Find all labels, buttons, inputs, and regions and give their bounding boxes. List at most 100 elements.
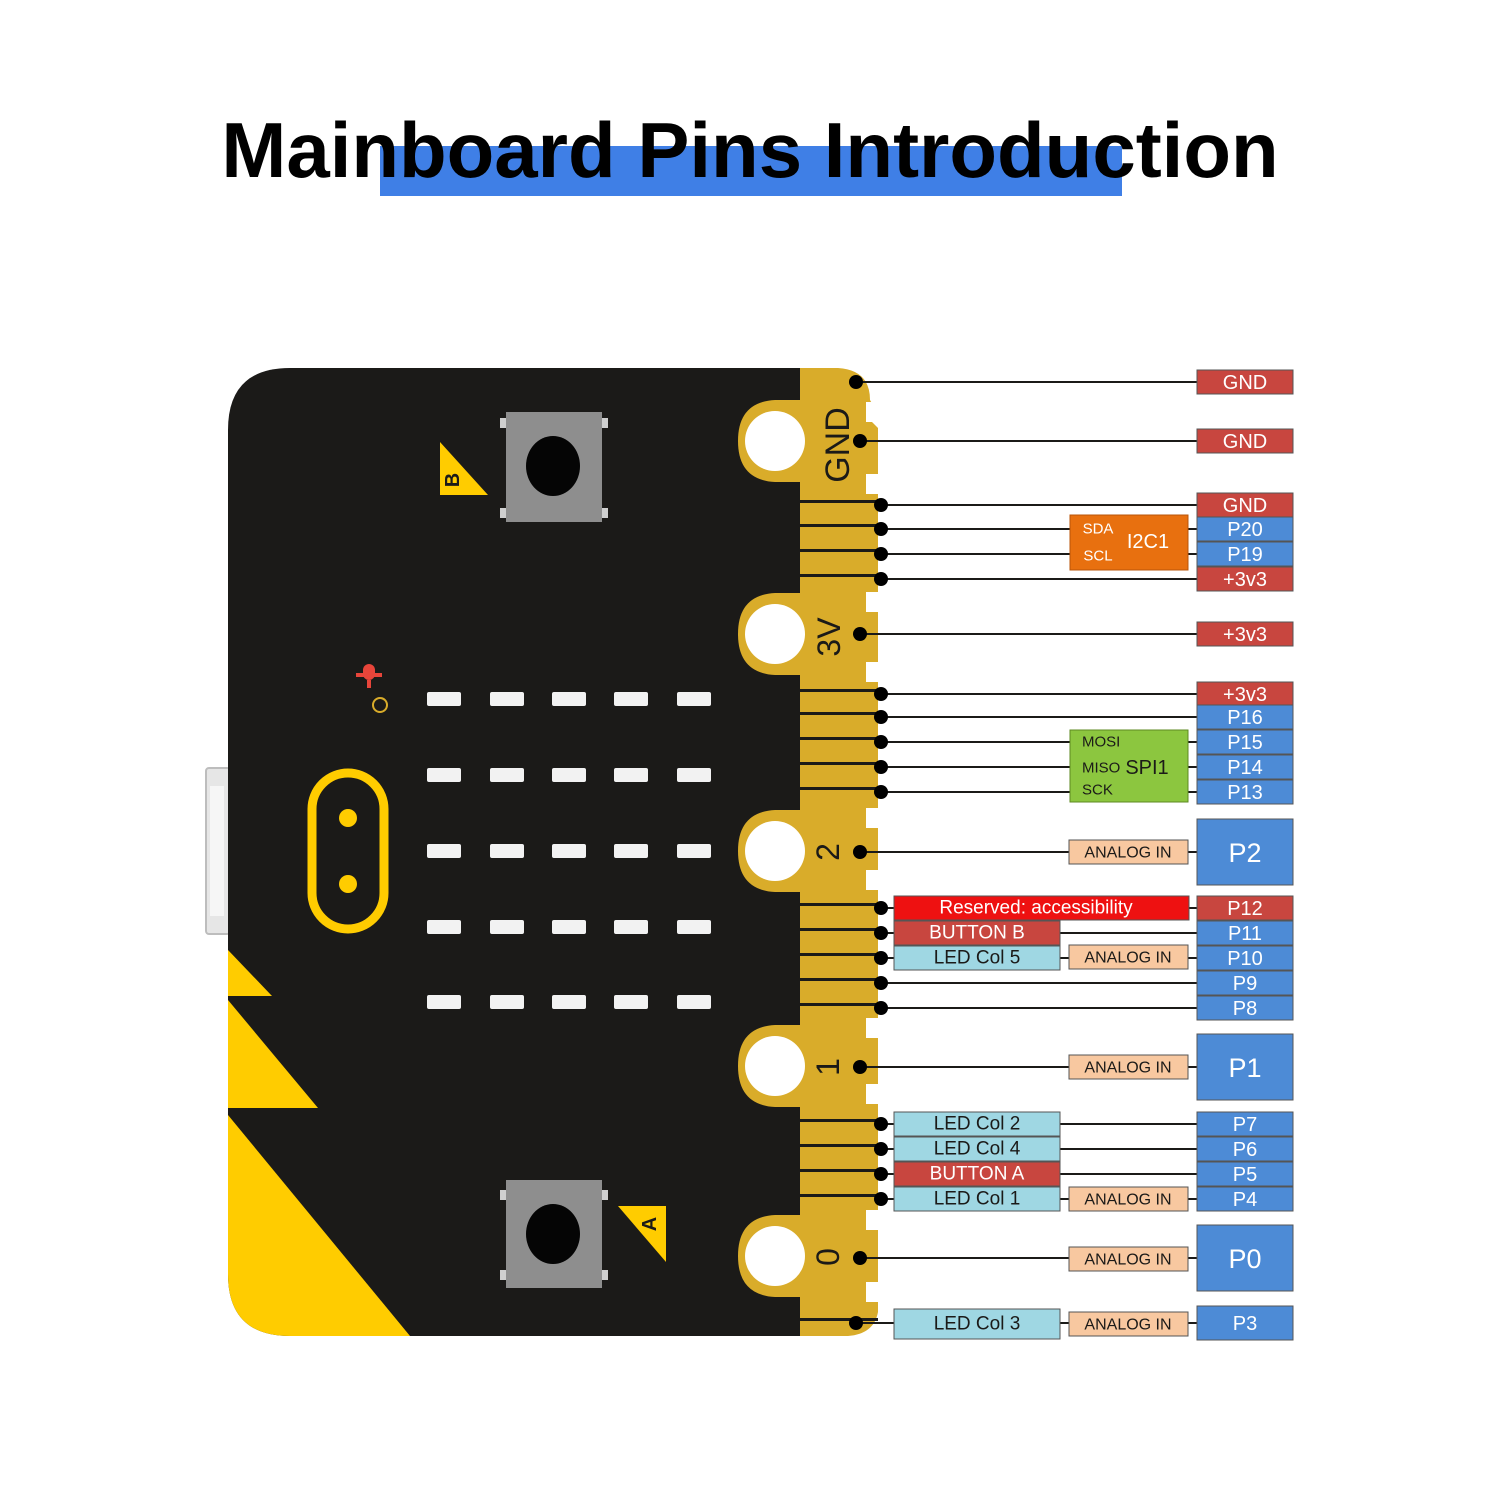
led-r5-c3 bbox=[552, 995, 586, 1009]
led-col-5-label: LED Col 5 bbox=[934, 948, 1021, 969]
microbit-board: GND 3V 2 1 0 bbox=[205, 368, 880, 1336]
pad-1: 1 bbox=[738, 1025, 846, 1107]
pin-dot bbox=[874, 976, 888, 990]
touch-logo-icon[interactable] bbox=[307, 768, 389, 934]
pin-label-box bbox=[1196, 754, 1294, 780]
spi-miso-label: MISO bbox=[1082, 760, 1120, 777]
pin-label-box bbox=[1196, 779, 1294, 805]
edge-strip-gap bbox=[800, 737, 878, 740]
pin-label: GND bbox=[1223, 372, 1267, 394]
reserved-accessibility: Reserved: accessibility bbox=[893, 895, 1190, 921]
pin-label: GND bbox=[1223, 495, 1267, 517]
button-a-marker: A bbox=[618, 1206, 666, 1262]
pin-label: P14 bbox=[1227, 757, 1263, 779]
pin-label: P1 bbox=[1228, 1053, 1261, 1083]
led-r5-c2 bbox=[490, 995, 524, 1009]
i2c-sda-label: SDA bbox=[1083, 521, 1114, 538]
pad-0: 0 bbox=[738, 1215, 846, 1297]
pin-label-box bbox=[1196, 1186, 1294, 1212]
led-r5-c1 bbox=[427, 995, 461, 1009]
pin-dot bbox=[853, 1060, 867, 1074]
edge-strip-gap bbox=[800, 1003, 878, 1006]
edge-connector bbox=[800, 368, 878, 1336]
pin-labels: GNDGNDGNDP20P19+3v3+3v3+3v3P16P15P14P13P… bbox=[1196, 369, 1294, 1341]
led-r3-c5 bbox=[677, 844, 711, 858]
pad-label-gnd: GND bbox=[819, 407, 857, 483]
spi-sck-label: SCK bbox=[1082, 782, 1113, 799]
pin-dot bbox=[874, 760, 888, 774]
title-underline-bar bbox=[380, 146, 1122, 196]
pin-label-box bbox=[1196, 895, 1294, 921]
button-b[interactable] bbox=[500, 412, 608, 522]
pin-label-box bbox=[1196, 729, 1294, 755]
analog-in-label: ANALOG IN bbox=[1084, 1252, 1171, 1269]
pin-label: P2 bbox=[1228, 838, 1261, 868]
led-col-1-function: LED Col 1 bbox=[893, 1186, 1061, 1212]
edge-strip-gap bbox=[800, 549, 878, 552]
pin-dot bbox=[874, 1167, 888, 1181]
pad-label-0: 0 bbox=[810, 1248, 846, 1266]
button-b-function: BUTTON B bbox=[893, 920, 1061, 946]
led-col-2-label: LED Col 2 bbox=[934, 1114, 1021, 1135]
edge-strip-gap bbox=[800, 762, 878, 765]
pin-label-box bbox=[1196, 945, 1294, 971]
analog-in-label: ANALOG IN bbox=[1084, 1317, 1171, 1334]
edge-strip-gap bbox=[800, 928, 878, 931]
edge-strip-gap bbox=[800, 903, 878, 906]
pin-label-box bbox=[1196, 1033, 1294, 1101]
pin-dot bbox=[874, 735, 888, 749]
edge-strip-gap bbox=[800, 689, 878, 692]
analog-in-p2: ANALOG IN bbox=[1068, 839, 1189, 865]
edge-strip-gap bbox=[800, 524, 878, 527]
pin-label: P3 bbox=[1233, 1313, 1257, 1335]
spi-mosi-label: MOSI bbox=[1082, 734, 1120, 751]
pin-dot bbox=[853, 845, 867, 859]
led-r1-c2 bbox=[490, 692, 524, 706]
edge-strip-gap bbox=[800, 500, 878, 503]
pin-dot bbox=[874, 710, 888, 724]
edge-strip-gap bbox=[800, 978, 878, 981]
pin-label-box bbox=[1196, 1161, 1294, 1187]
led-r3-c4 bbox=[614, 844, 648, 858]
led-r4-c4 bbox=[614, 920, 648, 934]
pin-dot bbox=[853, 1251, 867, 1265]
edge-strip-gap bbox=[800, 953, 878, 956]
button-b-label: BUTTON B bbox=[929, 923, 1025, 944]
pad-label-3v: 3V bbox=[811, 617, 847, 657]
edge-strip-gap bbox=[800, 574, 878, 577]
pin-label: P5 bbox=[1233, 1164, 1257, 1186]
button-a[interactable] bbox=[500, 1180, 608, 1288]
pin-dot bbox=[874, 572, 888, 586]
led-r2-c5 bbox=[677, 768, 711, 782]
pin-label: P9 bbox=[1233, 973, 1257, 995]
pin-dot bbox=[849, 1316, 863, 1330]
pin-label-box bbox=[1196, 1224, 1294, 1292]
edge-strip-gap bbox=[800, 1194, 878, 1197]
led-col-1-label: LED Col 1 bbox=[934, 1189, 1021, 1210]
pin-dot bbox=[874, 926, 888, 940]
pin-label-box bbox=[1196, 541, 1294, 567]
analog-in-label: ANALOG IN bbox=[1084, 845, 1171, 862]
led-r4-c1 bbox=[427, 920, 461, 934]
led-r2-c1 bbox=[427, 768, 461, 782]
led-r4-c2 bbox=[490, 920, 524, 934]
button-b-letter: B bbox=[442, 473, 464, 487]
i2c-scl-label: SCL bbox=[1083, 548, 1112, 565]
pin-label-box bbox=[1196, 1111, 1294, 1137]
led-r2-c3 bbox=[552, 768, 586, 782]
led-r5-c4 bbox=[614, 995, 648, 1009]
button-a-letter: A bbox=[639, 1217, 661, 1231]
spi-name: SPI1 bbox=[1125, 757, 1168, 779]
pin-label: P8 bbox=[1233, 998, 1257, 1020]
analog-in-p1: ANALOG IN bbox=[1068, 1054, 1189, 1080]
edge-strip-gap bbox=[800, 1169, 878, 1172]
led-r4-c3 bbox=[552, 920, 586, 934]
button-b-marker: B bbox=[440, 442, 488, 495]
pad-3v: 3V bbox=[738, 593, 847, 675]
pin-label-box bbox=[1196, 704, 1294, 730]
led-col-2-function: LED Col 2 bbox=[893, 1111, 1061, 1137]
pin-dot bbox=[874, 901, 888, 915]
pin-dot bbox=[874, 547, 888, 561]
usb-connector-inner bbox=[210, 786, 224, 916]
